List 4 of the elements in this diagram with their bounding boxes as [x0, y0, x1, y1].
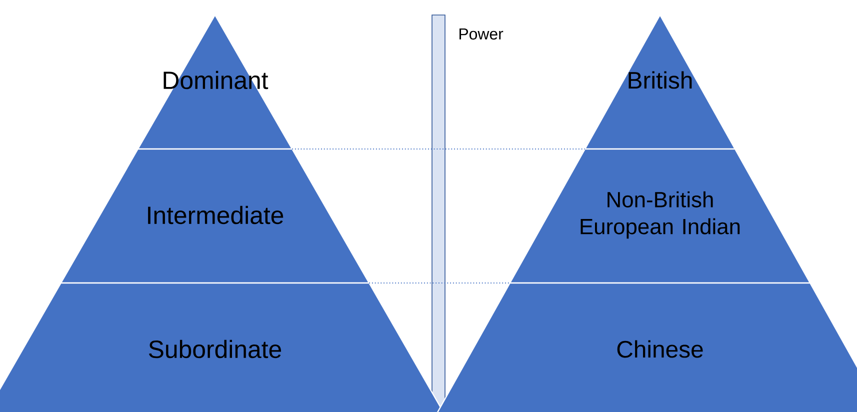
- axis-label: Power: [460, 28, 504, 40]
- pyramid-tier: Subordinate: [0, 282, 478, 412]
- dotted-line: [368, 282, 510, 284]
- dotted-line: [292, 148, 586, 150]
